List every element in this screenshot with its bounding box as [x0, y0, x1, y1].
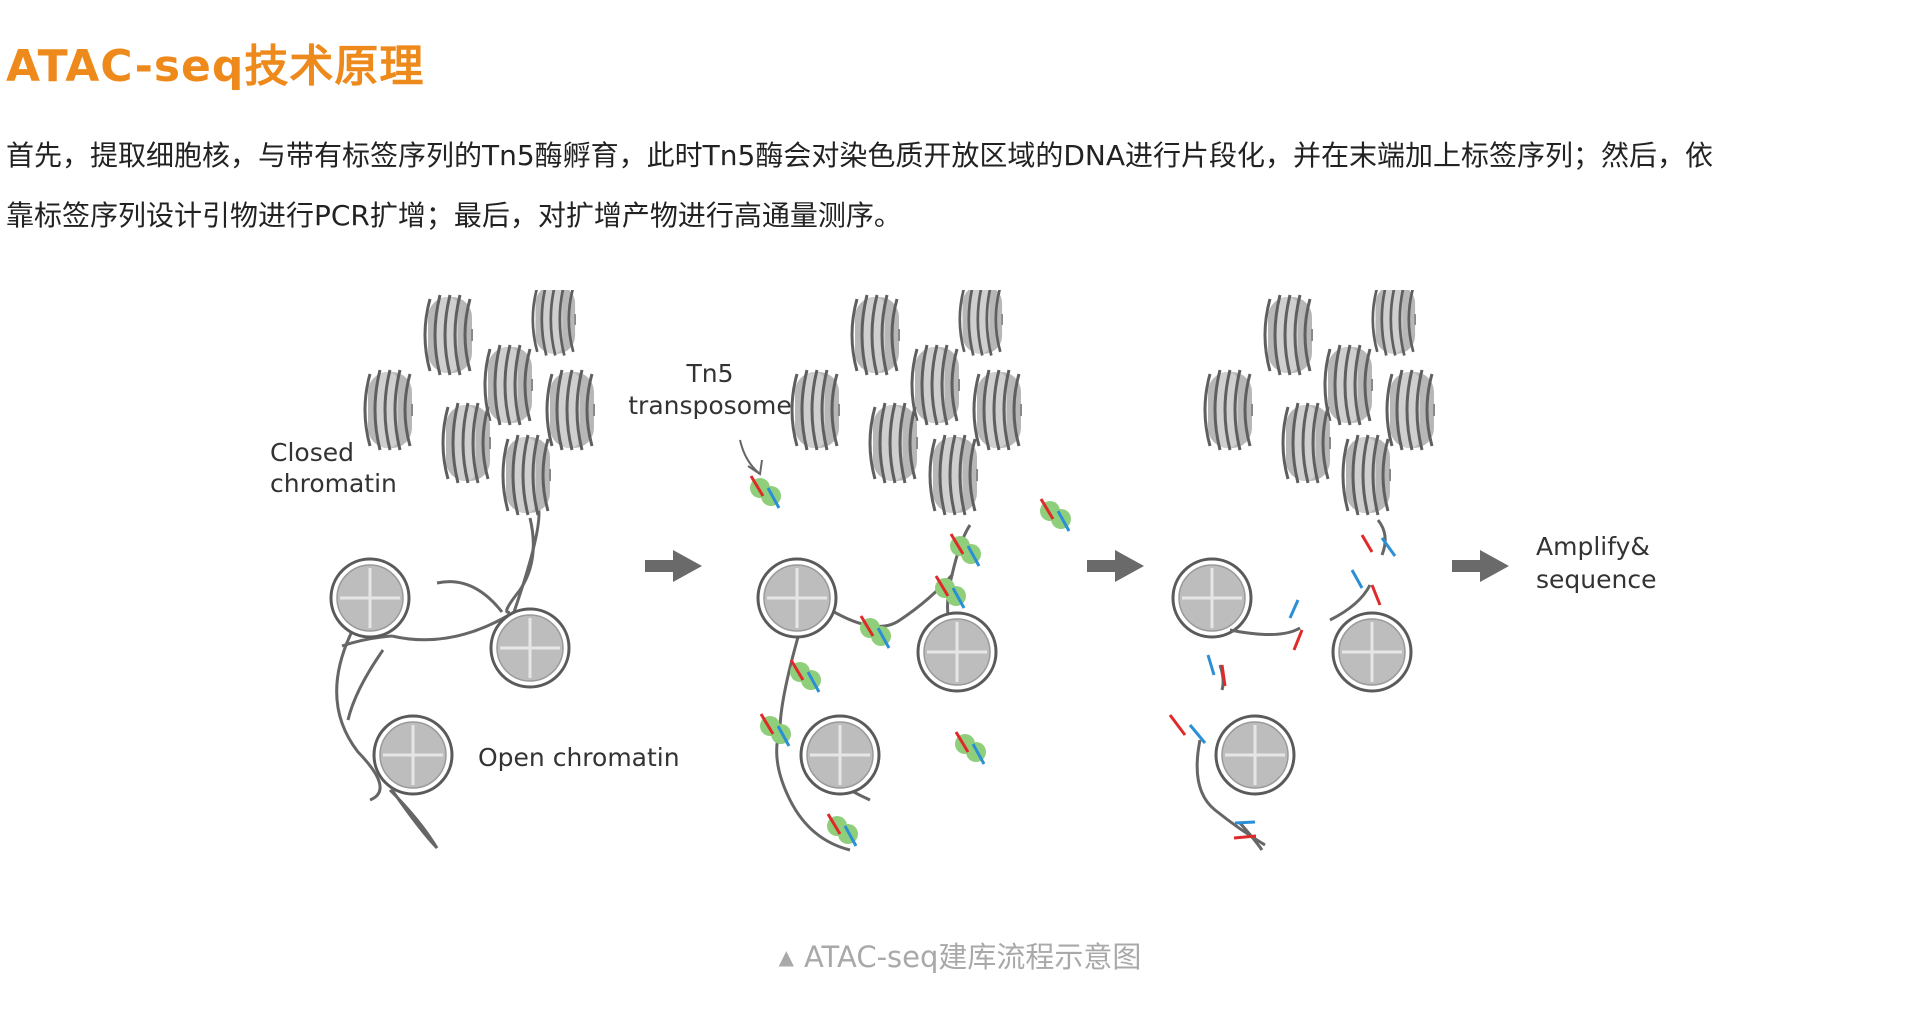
open-chromatin-label: Open chromatin	[478, 743, 680, 772]
adapter-tags	[1168, 534, 1397, 840]
tn5-complex	[788, 658, 823, 694]
panel-3-fragments: Amplify& sequence	[1168, 290, 1656, 851]
description-paragraph: 首先，提取细胞核，与带有标签序列的Tn5酶孵育，此时Tn5酶会对染色质开放区域的…	[6, 126, 1918, 246]
closed-chromatin-label-2: chromatin	[270, 469, 397, 498]
tn5-complex	[953, 730, 988, 766]
open-nucleosome	[489, 607, 571, 689]
description-line-2: 靠标签序列设计引物进行PCR扩增；最后，对扩增产物进行高通量测序。	[6, 199, 902, 232]
tn5-complex	[933, 574, 968, 610]
open-nucleosome	[799, 714, 881, 796]
process-arrow-1	[645, 550, 702, 582]
open-nucleosome	[1214, 714, 1296, 796]
atac-seq-diagram: Closed chromatin Open chromatin Tn5 tran…	[270, 290, 1656, 852]
open-nucleosome	[372, 714, 454, 796]
amplify-label-1: Amplify&	[1536, 532, 1650, 561]
open-nucleosome	[1331, 611, 1413, 693]
open-nucleosome	[916, 611, 998, 693]
panel-2-tagmentation: Tn5 transposome	[628, 290, 1073, 852]
tn5-complex	[1038, 497, 1073, 533]
triangle-icon: ▲	[778, 945, 794, 969]
tn5-complex	[825, 812, 860, 848]
tn5-label-2: transposome	[628, 391, 792, 420]
tn5-complex	[758, 712, 793, 748]
panel-1-chromatin: Closed chromatin Open chromatin	[270, 290, 680, 850]
open-nucleosome	[329, 557, 411, 639]
tn5-complex	[858, 614, 893, 650]
amplify-label-2: sequence	[1536, 565, 1656, 594]
open-nucleosome	[756, 557, 838, 639]
figure-caption: ▲ ATAC-seq建库流程示意图	[0, 934, 1920, 976]
page-title: ATAC-seq技术原理	[6, 41, 425, 92]
closed-chromatin-label-1: Closed	[270, 438, 354, 467]
tn5-complex	[748, 474, 783, 510]
caption-text: ATAC-seq建库流程示意图	[803, 940, 1142, 974]
tn5-label-1: Tn5	[685, 359, 733, 388]
process-arrow-2	[1087, 550, 1144, 582]
process-arrow-3	[1452, 550, 1509, 582]
description-line-1: 首先，提取细胞核，与带有标签序列的Tn5酶孵育，此时Tn5酶会对染色质开放区域的…	[6, 139, 1713, 172]
open-nucleosome	[1171, 557, 1253, 639]
